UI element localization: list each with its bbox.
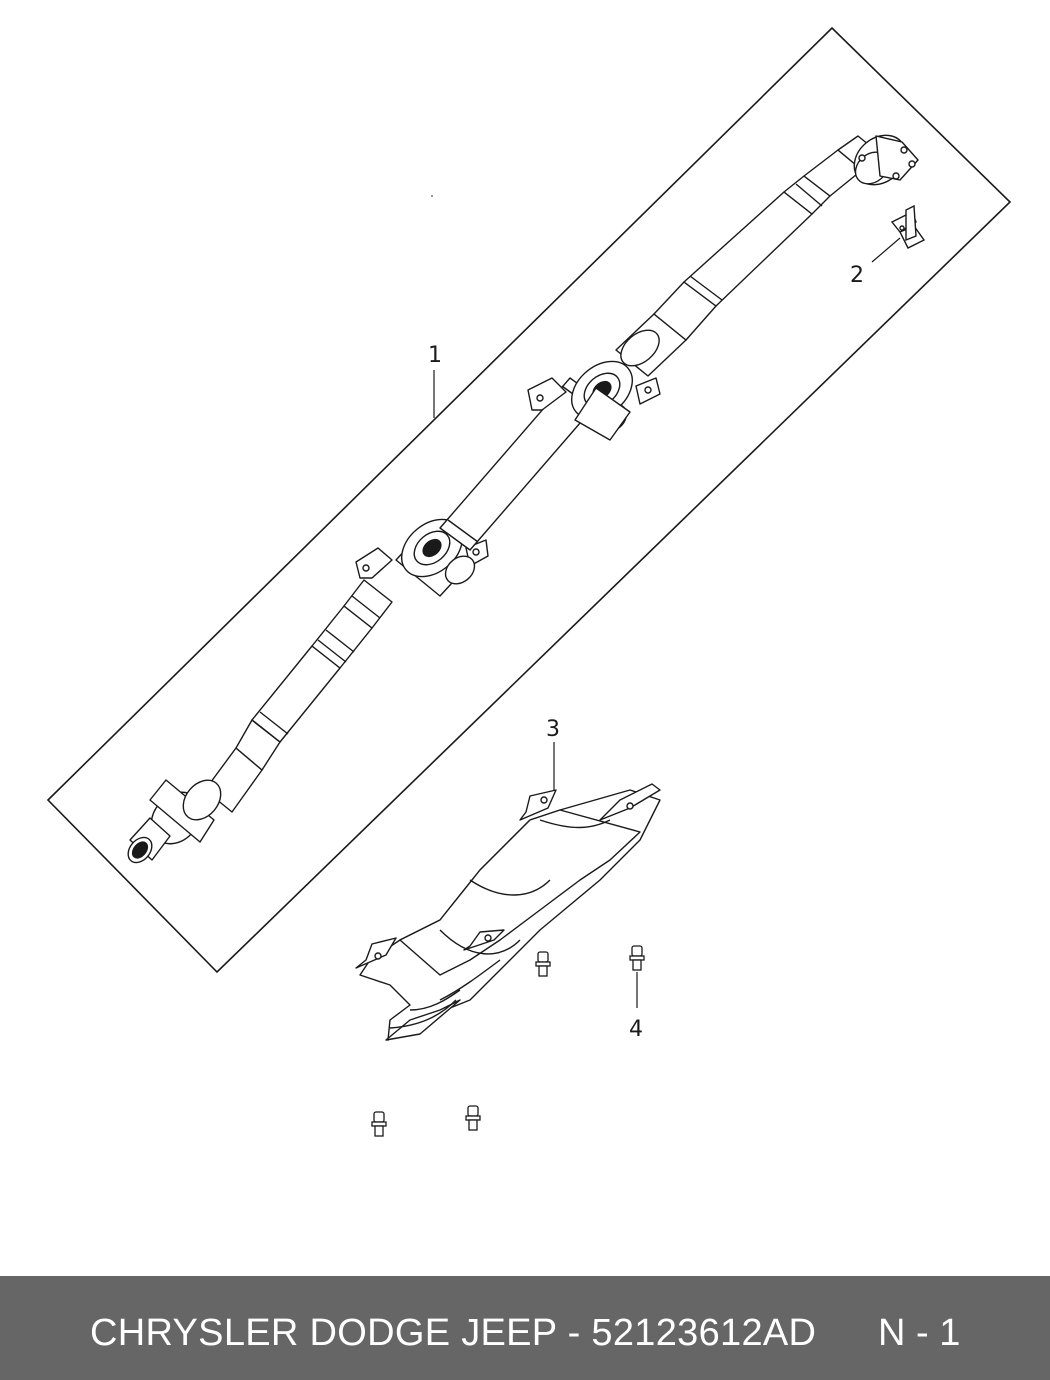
assembly-frame (46, 26, 1012, 974)
callout-2-label: 2 (850, 263, 864, 288)
drive-shaft (127, 134, 919, 864)
bolt (535, 951, 551, 977)
heat-shield (355, 783, 661, 1041)
bolt (629, 945, 645, 971)
bolt (371, 1111, 387, 1137)
bolt (465, 1105, 481, 1131)
callout-1-label: 1 (428, 343, 442, 368)
callout-4-label: 4 (629, 1017, 643, 1042)
callout-3-label: 3 (546, 717, 560, 742)
brand-part-number: CHRYSLER DODGE JEEP - 52123612AD (90, 1312, 817, 1354)
page-number: N - 1 (878, 1312, 961, 1354)
footer-bar: CHRYSLER DODGE JEEP - 52123612AD N - 1 (0, 1276, 1050, 1380)
parts-diagram: 1 2 3 4 (46, 26, 1012, 1137)
callout-2-leader (871, 237, 901, 263)
bracket-clip (890, 204, 926, 249)
